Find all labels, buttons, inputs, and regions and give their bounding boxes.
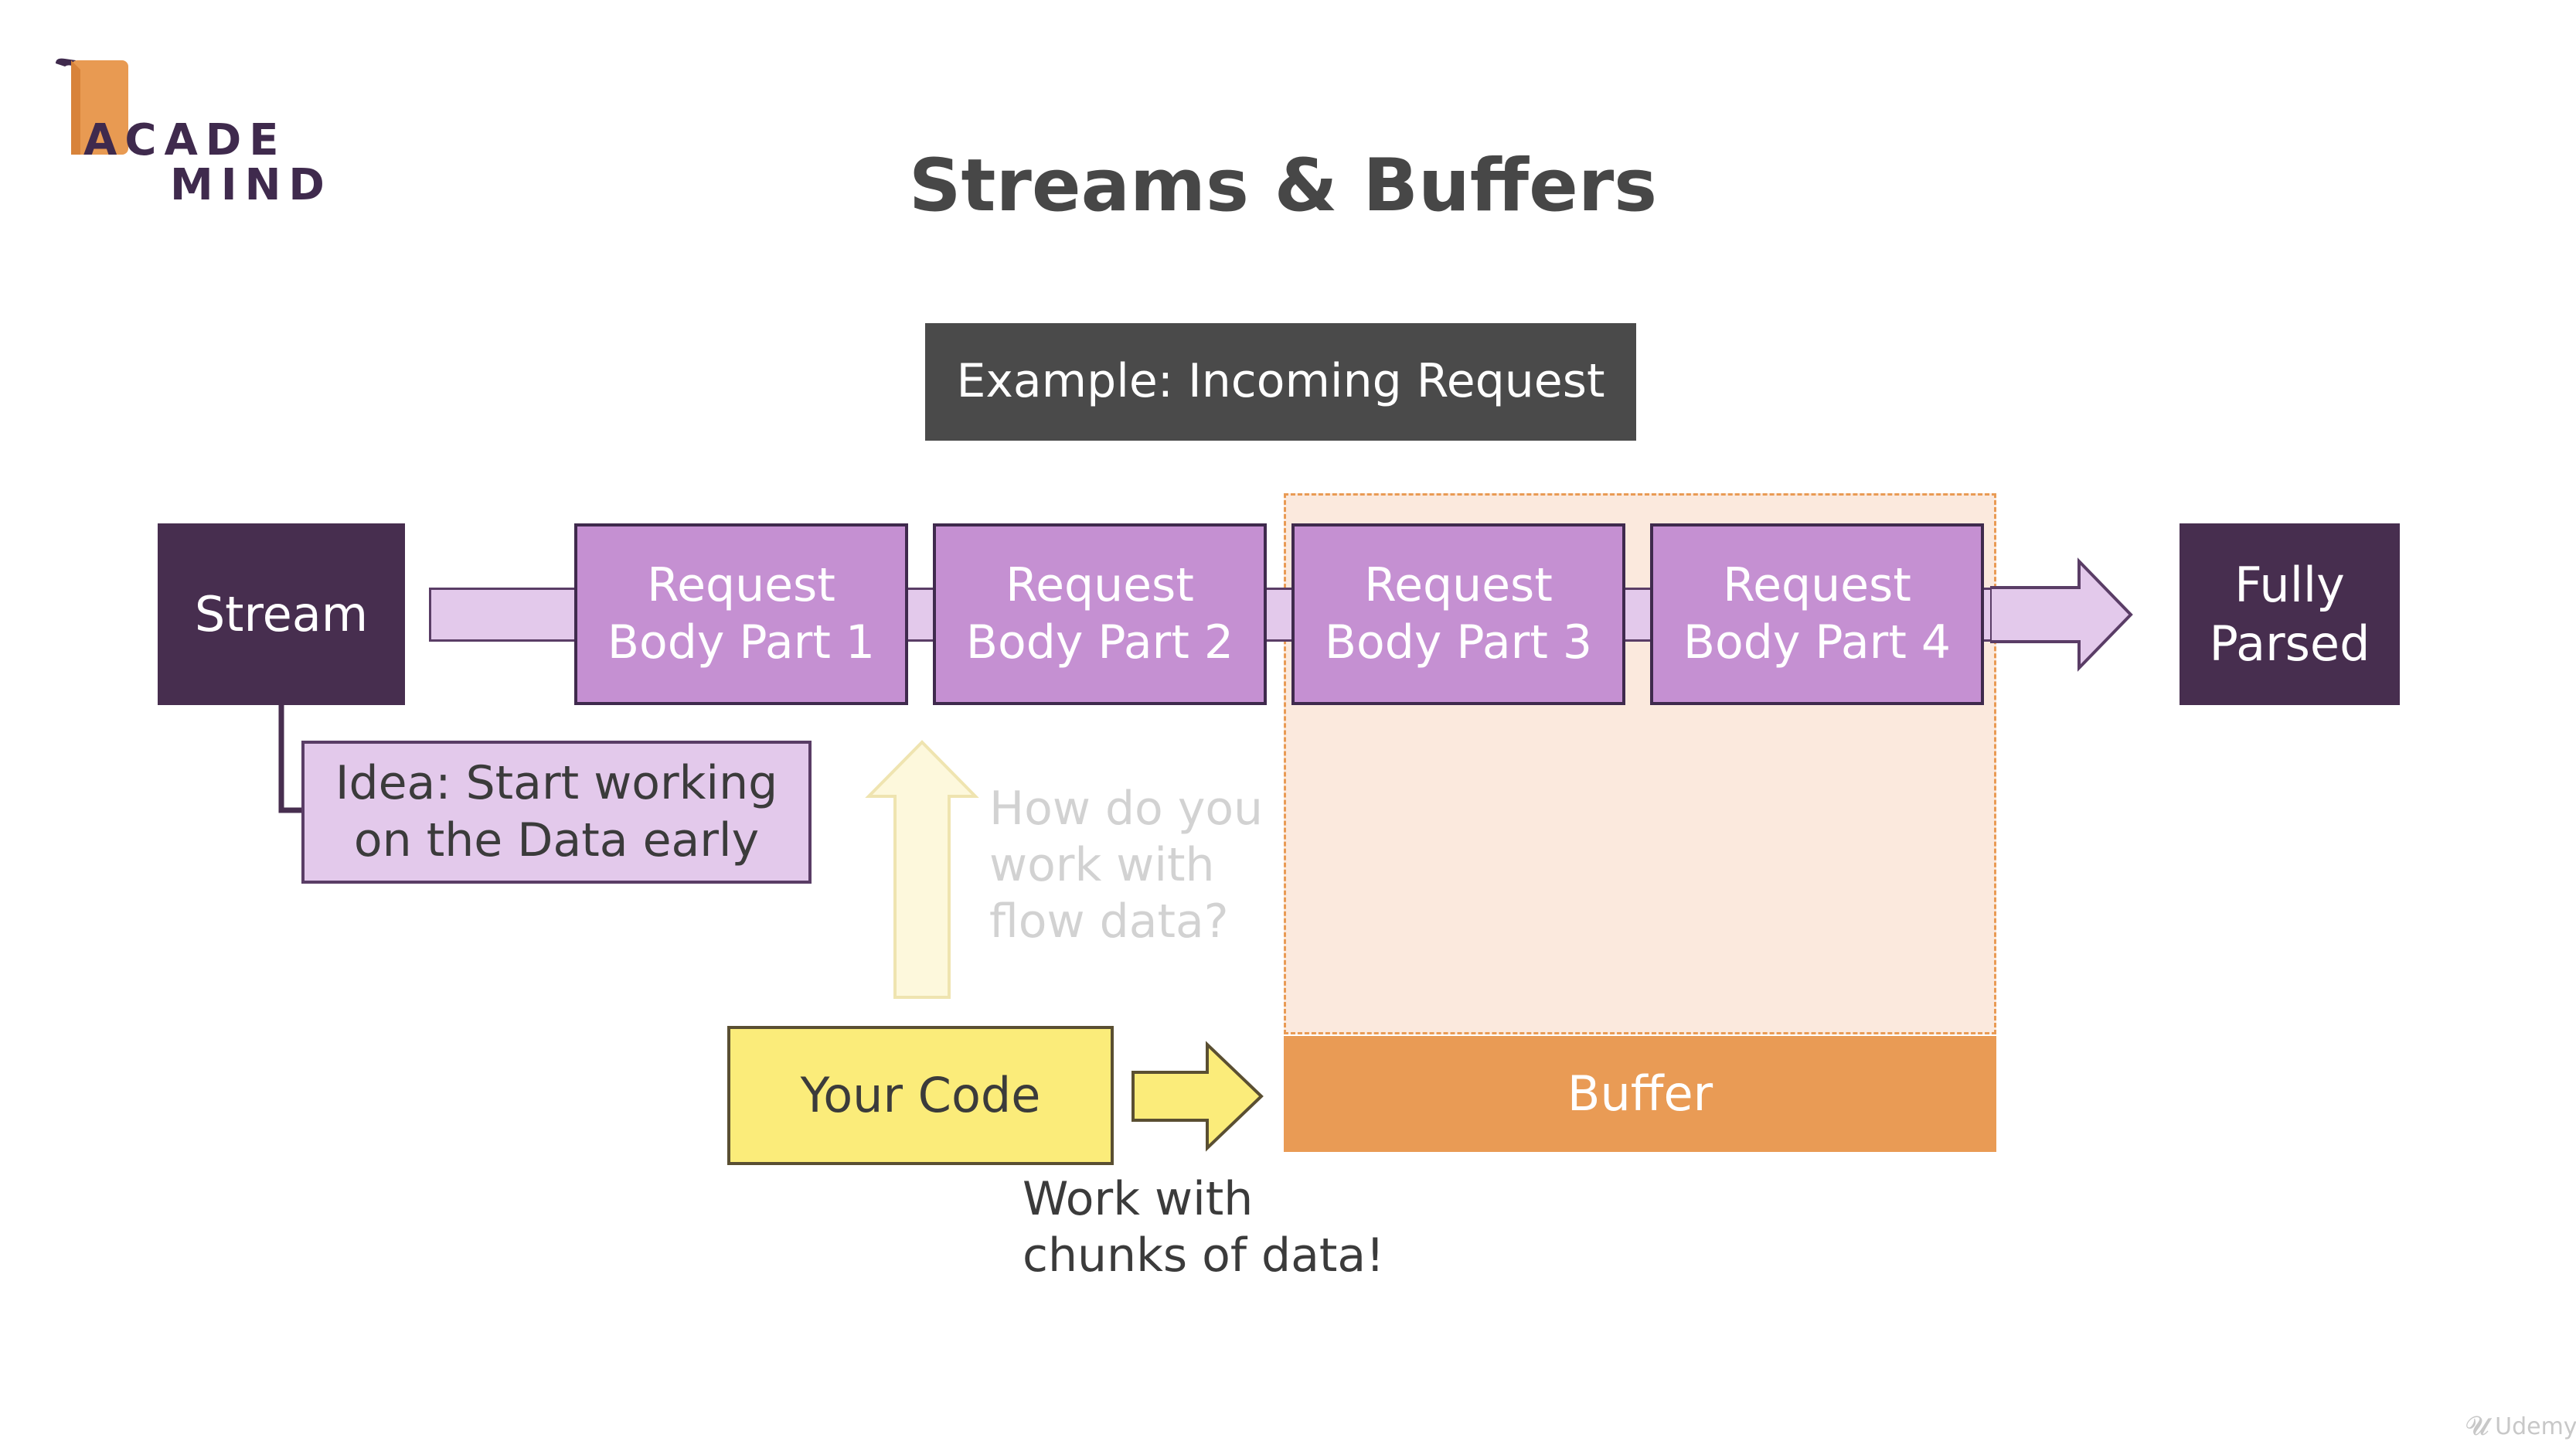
part-2-line-2: Body Part 2 — [965, 615, 1234, 670]
idea-line-2: on the Data early — [353, 813, 760, 867]
fully-parsed-box: Fully Parsed — [2180, 523, 2400, 705]
logo-line-2: MIND — [170, 160, 332, 210]
request-body-part-4: Request Body Part 4 — [1650, 523, 1984, 705]
flow-arrow-icon — [1990, 557, 2133, 672]
logo-line-1: ACADE — [83, 115, 287, 165]
request-body-part-3: Request Body Part 3 — [1291, 523, 1625, 705]
stream-box: Stream — [158, 523, 405, 705]
idea-connector — [278, 704, 305, 813]
academind-logo: ACADE MIND — [49, 54, 325, 209]
your-code-box: Your Code — [727, 1026, 1114, 1165]
udemy-logo-icon: 𝓤 — [2465, 1411, 2489, 1442]
request-body-part-1: Request Body Part 1 — [574, 523, 908, 705]
part-4-line-1: Request — [1723, 558, 1911, 613]
question-line-1: How do you — [989, 782, 1264, 836]
chunks-line-1: Work with — [1023, 1172, 1254, 1226]
flow-data-question: How do you work with flow data? — [989, 781, 1298, 951]
idea-box: Idea: Start working on the Data early — [301, 741, 812, 884]
idea-line-1: Idea: Start working — [335, 756, 778, 811]
fully-parsed-line-2: Parsed — [2209, 615, 2370, 672]
buffer-bar: Buffer — [1284, 1036, 1996, 1152]
part-3-line-2: Body Part 3 — [1324, 615, 1593, 670]
watermark-text: Udemy — [2495, 1412, 2576, 1440]
fully-parsed-line-1: Fully — [2234, 556, 2345, 613]
to-buffer-arrow-icon — [1131, 1041, 1264, 1152]
up-arrow-icon — [865, 740, 979, 999]
chunks-line-2: chunks of data! — [1023, 1228, 1385, 1283]
part-1-line-1: Request — [647, 558, 835, 613]
question-line-3: flow data? — [989, 894, 1229, 949]
chunks-note: Work with chunks of data! — [1023, 1171, 1424, 1284]
example-banner: Example: Incoming Request — [925, 323, 1636, 441]
request-body-part-2: Request Body Part 2 — [933, 523, 1267, 705]
question-line-2: work with — [989, 838, 1215, 893]
part-2-line-1: Request — [1006, 558, 1194, 613]
udemy-watermark: 𝓤 Udemy — [2465, 1411, 2576, 1442]
logo-flag-icon — [56, 58, 128, 155]
part-3-line-1: Request — [1364, 558, 1553, 613]
part-4-line-2: Body Part 4 — [1683, 615, 1952, 670]
part-1-line-2: Body Part 1 — [607, 615, 876, 670]
slide-title: Streams & Buffers — [908, 143, 1658, 228]
